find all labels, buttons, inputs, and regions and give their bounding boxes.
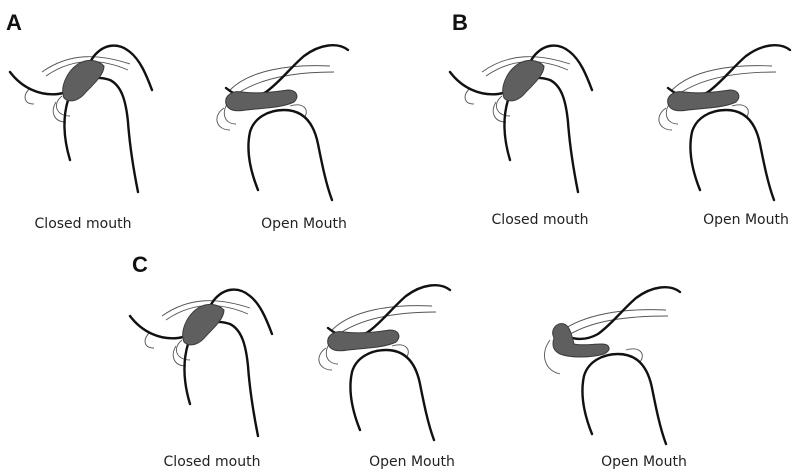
panel-a: A Closed mouth Open Mouth [6, 10, 348, 232]
panel-letter-c: C [132, 252, 148, 277]
joint-c-open-displaced [545, 287, 680, 444]
joint-c-open [319, 285, 450, 440]
joint-a-closed [10, 46, 152, 192]
caption-c-closed: Closed mouth [164, 454, 261, 470]
caption-c-open-displaced: Open Mouth [601, 454, 687, 470]
caption-b-closed: Closed mouth [492, 212, 589, 228]
panel-letter-b: B [452, 10, 468, 35]
joint-c-closed [130, 290, 272, 436]
panel-b: B Closed mouth Open Mouth [450, 10, 790, 228]
diagram-c-closed-mouth: Closed mouth [130, 290, 272, 470]
panel-c: C Closed mouth Open Mouth Open Mouth [130, 252, 687, 470]
diagram-b-open-mouth: Open Mouth [659, 45, 790, 228]
caption-b-open: Open Mouth [703, 212, 789, 228]
joint-a-open [217, 45, 348, 200]
panel-letter-a: A [6, 10, 22, 35]
diagram-c-open-mouth: Open Mouth [319, 285, 455, 470]
diagram-b-closed-mouth: Closed mouth [450, 46, 592, 228]
joint-b-open [659, 45, 790, 200]
caption-c-open: Open Mouth [369, 454, 455, 470]
diagram-a-open-mouth: Open Mouth [217, 45, 348, 232]
caption-a-closed: Closed mouth [35, 216, 132, 232]
joint-b-closed [450, 46, 592, 192]
caption-a-open: Open Mouth [261, 216, 347, 232]
diagram-c-open-mouth-displaced: Open Mouth [545, 287, 687, 470]
diagram-a-closed-mouth: Closed mouth [10, 46, 152, 232]
